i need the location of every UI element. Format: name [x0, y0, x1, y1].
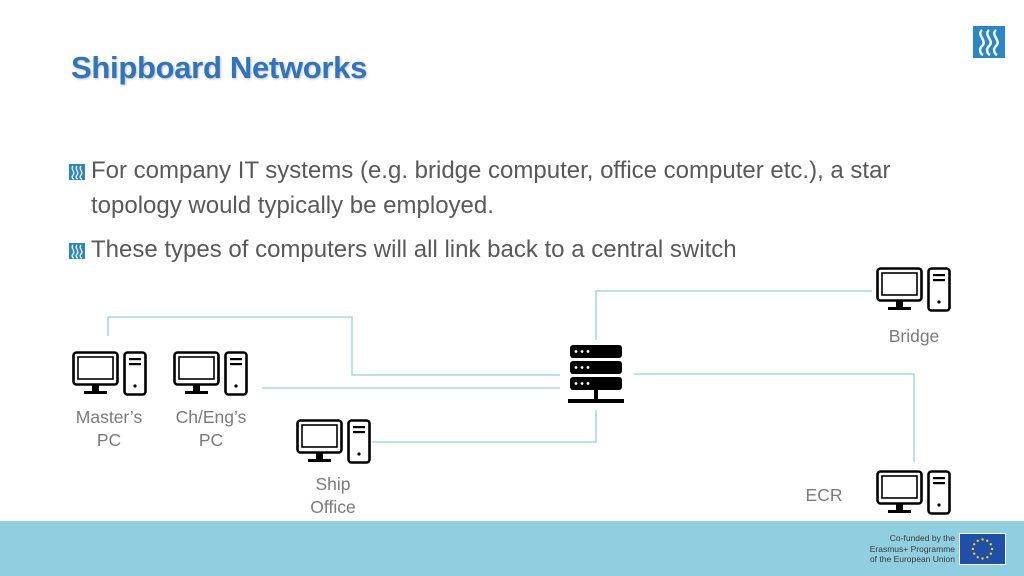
label-master: Master’s PC	[75, 407, 143, 450]
label-bridge: Bridge	[888, 326, 940, 346]
slide-title: Shipboard Networks	[71, 50, 368, 85]
computer-icon-master	[72, 351, 147, 396]
bullet-icon	[69, 243, 85, 259]
link-ecr	[634, 373, 915, 462]
network-switch-icon	[568, 345, 624, 403]
bullet-item: For company IT systems (e.g. bridge comp…	[69, 153, 949, 223]
link-master	[107, 316, 560, 376]
label-cheng: Ch/Eng’s PC	[175, 407, 247, 450]
footer-bar: Co-funded by the Erasmus+ Programme of t…	[0, 521, 1024, 576]
funding-statement: Co-funded by the Erasmus+ Programme of t…	[840, 533, 955, 565]
eu-flag-icon	[959, 533, 1006, 565]
funding-line: of the European Union	[869, 554, 955, 564]
computer-icon-bridge	[876, 267, 951, 312]
funding-line: Co-funded by the	[889, 533, 955, 543]
bullet-icon	[69, 164, 85, 180]
label-ecr: ECR	[805, 485, 843, 505]
label-office: Ship Office	[310, 474, 356, 517]
bullet-text: For company IT systems (e.g. bridge comp…	[91, 157, 891, 219]
computer-icon-ecr	[876, 470, 951, 515]
link-office	[372, 410, 597, 443]
funding-line: Erasmus+ Programme	[869, 543, 955, 554]
computer-icon-cheng	[173, 351, 248, 396]
logo-icon	[973, 26, 1005, 58]
bullet-text: These types of computers will all link b…	[91, 236, 737, 263]
bullet-item: These types of computers will all link b…	[69, 232, 949, 267]
computer-icon-office	[296, 419, 371, 464]
link-bridge	[595, 290, 872, 340]
bullet-list: For company IT systems (e.g. bridge comp…	[69, 153, 949, 276]
